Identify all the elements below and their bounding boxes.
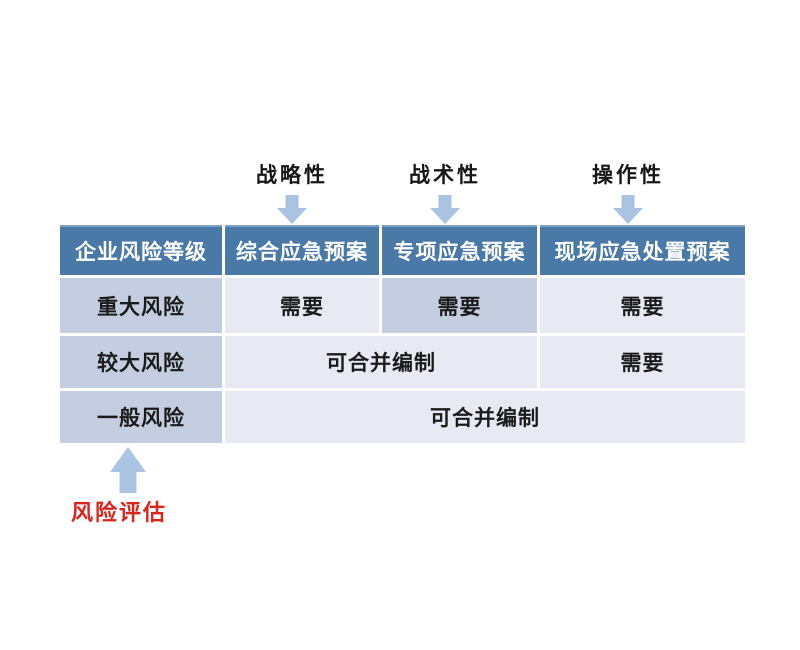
down-arrow-icon [430, 195, 460, 224]
row-major-risk-level: 重大风险 [60, 278, 222, 333]
row-major-special-cell: 需要 [382, 278, 537, 333]
label-group-operational: 操作性 [592, 159, 664, 224]
row-larger-risk-level: 较大风险 [60, 336, 222, 388]
down-arrow-icon [277, 195, 307, 224]
down-arrow-icon [613, 195, 643, 224]
row-larger-merged-cell: 可合并编制 [225, 336, 537, 388]
header-enterprise-risk-level: 企业风险等级 [60, 225, 222, 275]
row-major-onsite-cell: 需要 [540, 278, 745, 333]
header-comprehensive-plan: 综合应急预案 [225, 225, 379, 275]
risk-plan-table: 企业风险等级 综合应急预案 专项应急预案 现场应急处置预案 重大风险 需要 需要… [60, 225, 745, 443]
row-major-comprehensive-cell: 需要 [225, 278, 379, 333]
risk-assessment-label: 风险评估 [71, 500, 168, 525]
header-onsite-plan: 现场应急处置预案 [540, 225, 745, 275]
row-general-merged-cell: 可合并编制 [225, 391, 745, 443]
up-arrow-icon [110, 447, 146, 493]
tactical-label: 战术性 [409, 163, 481, 187]
header-special-plan: 专项应急预案 [382, 225, 537, 275]
strategic-label: 战略性 [256, 163, 328, 187]
label-group-strategic: 战略性 [256, 159, 328, 224]
label-group-tactical: 战术性 [409, 159, 481, 224]
row-general-risk-level: 一般风险 [60, 391, 222, 443]
operational-label: 操作性 [592, 163, 664, 187]
row-larger-onsite-cell: 需要 [540, 336, 745, 388]
